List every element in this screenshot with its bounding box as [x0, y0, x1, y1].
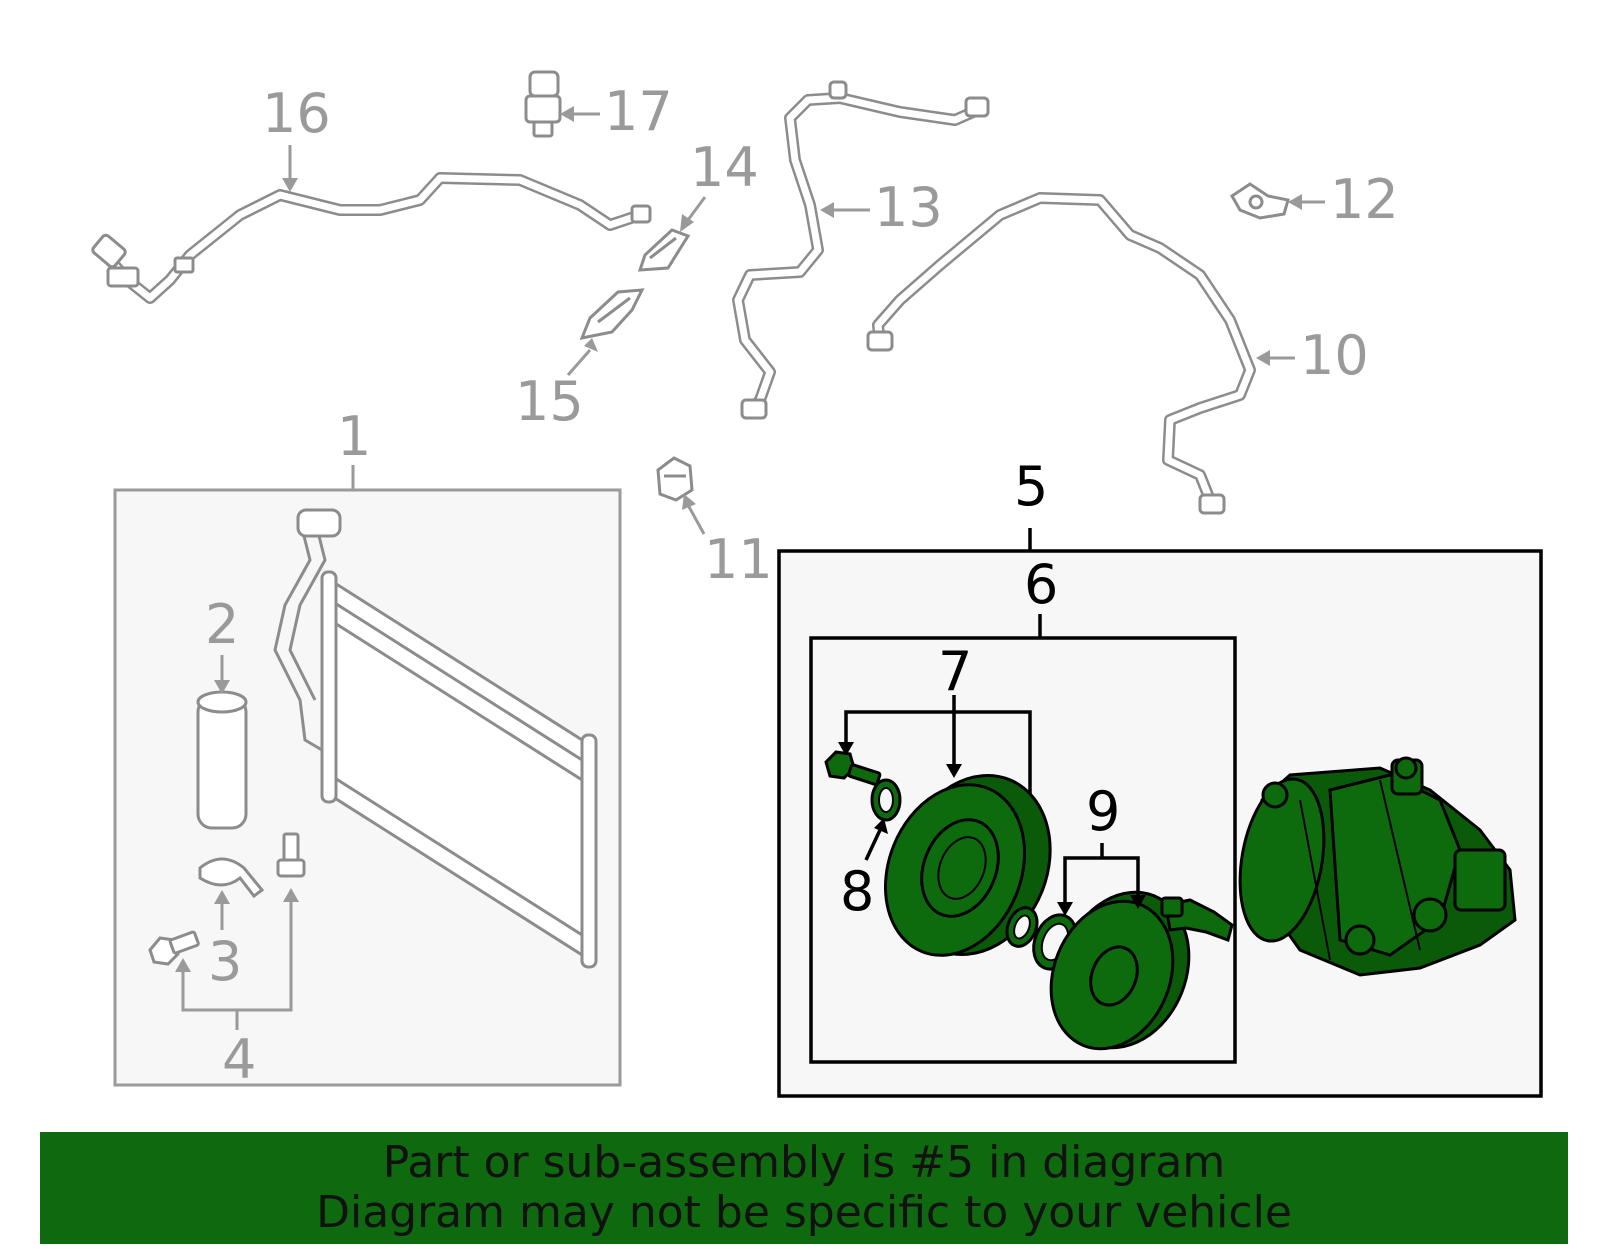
callout-3: 3	[208, 930, 242, 993]
banner-line-1: Part or sub-assembly is #5 in diagram	[382, 1137, 1226, 1188]
callout-6: 6	[1024, 553, 1058, 616]
callout-5: 5	[1014, 455, 1048, 518]
callout-8: 8	[840, 860, 874, 923]
callout-10: 10	[1300, 324, 1369, 387]
callout-4: 4	[222, 1028, 256, 1091]
callout-12: 12	[1330, 168, 1399, 231]
part-11-cap[interactable]	[656, 456, 694, 502]
part-3-bracket[interactable]	[198, 857, 265, 899]
compressor-body[interactable]	[1228, 756, 1517, 977]
banner-background	[40, 1132, 1568, 1244]
notice-banner: Part or sub-assembly is #5 in diagram Di…	[40, 1132, 1568, 1244]
callout-7: 7	[938, 640, 972, 703]
part-17-pressure-switch[interactable]	[524, 70, 562, 138]
part-10-hose[interactable]	[866, 192, 1256, 515]
part-16-hose[interactable]	[91, 172, 652, 304]
part-12-clip[interactable]	[1230, 182, 1290, 220]
callout-11: 11	[704, 528, 773, 591]
callout-13: 13	[874, 176, 943, 239]
callout-9: 9	[1086, 780, 1120, 843]
part-2-receiver-drier[interactable]	[196, 690, 248, 830]
callout-14: 14	[690, 136, 759, 199]
callout-1: 1	[337, 405, 371, 468]
part-7-bolt[interactable]	[824, 750, 882, 786]
part-13-hose[interactable]	[732, 80, 990, 420]
part-4-bolt-a[interactable]	[148, 930, 200, 966]
callout-17: 17	[604, 80, 673, 143]
part-8-shim[interactable]	[870, 778, 902, 822]
part-4-bolt-b[interactable]	[276, 832, 306, 878]
condenser[interactable]	[273, 508, 598, 969]
callout-16: 16	[262, 82, 331, 145]
part-15-bracket[interactable]	[579, 288, 645, 341]
part-14-bracket[interactable]	[637, 228, 691, 272]
part-9-field-coil[interactable]	[1030, 873, 1234, 1068]
banner-line-2: Diagram may not be specific to your vehi…	[316, 1187, 1292, 1238]
part-7-clutch-hub-pulley[interactable]	[861, 753, 1076, 978]
part-9-snap-ring-small[interactable]	[1002, 903, 1043, 951]
callout-15: 15	[515, 370, 584, 433]
callout-2: 2	[205, 593, 239, 656]
